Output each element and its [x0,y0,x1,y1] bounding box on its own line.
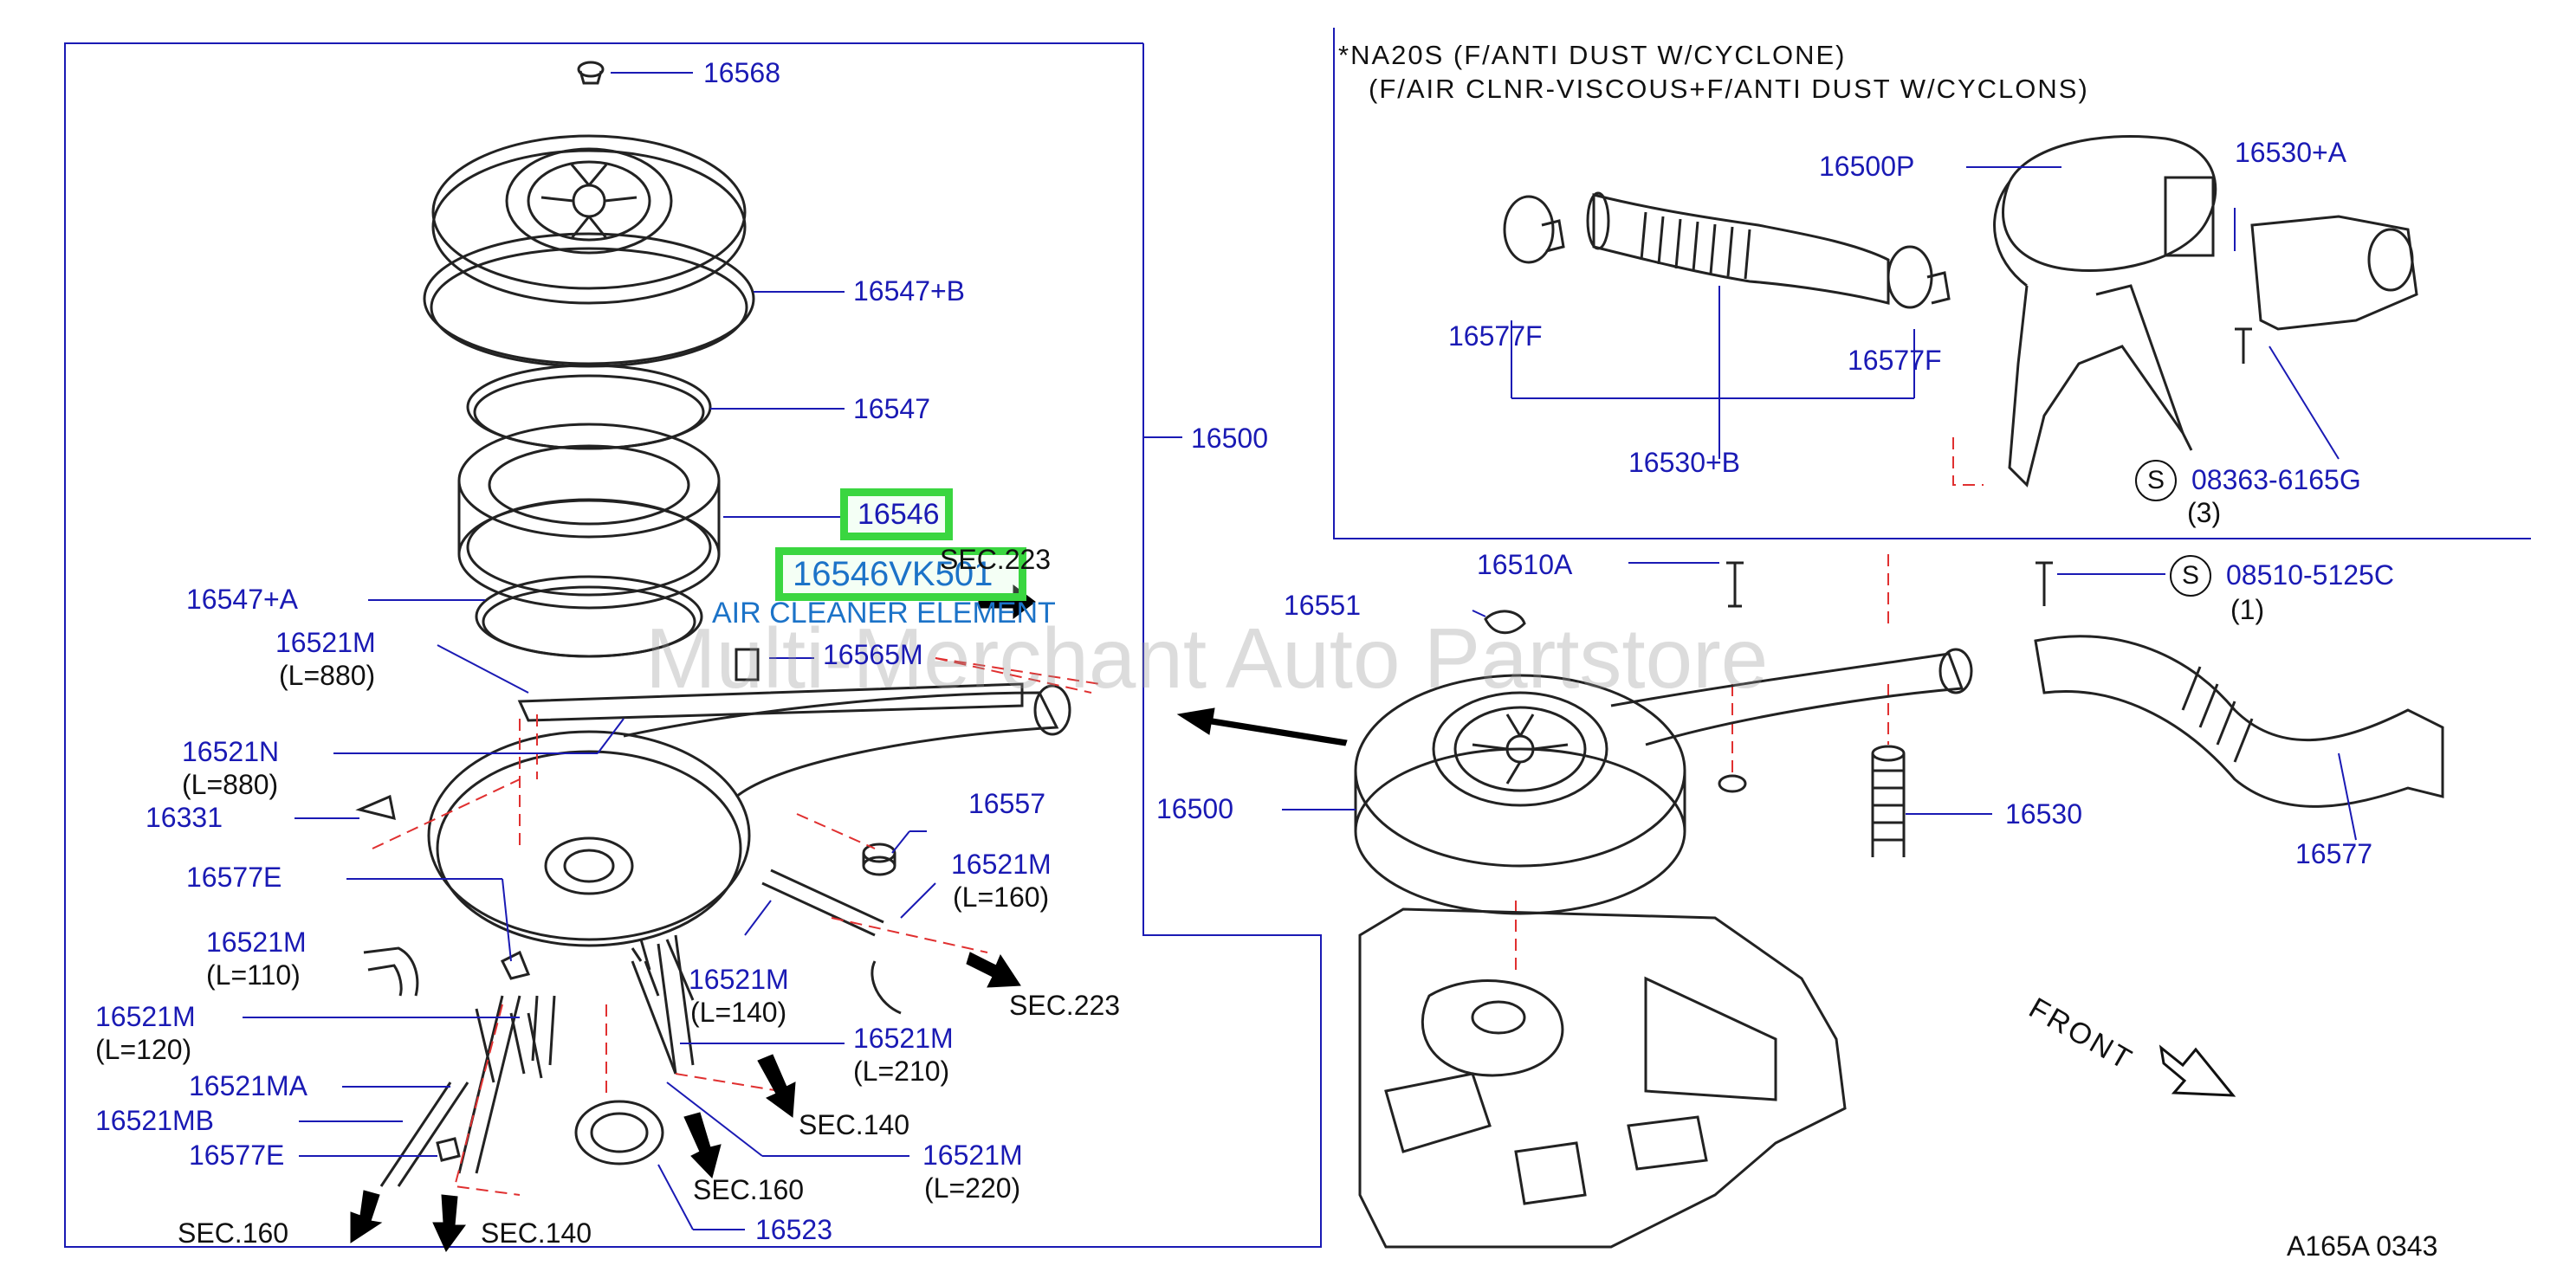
part-16530[interactable]: 16530 [2005,798,2082,830]
air-cleaner-exploded-drawing [355,61,1071,1187]
sec-160-b[interactable]: SEC.160 [178,1217,289,1249]
highlight-box-16546vk501[interactable] [775,547,1026,601]
part-16521mb[interactable]: 16521MB [95,1105,214,1136]
part-16551[interactable]: 16551 [1284,590,1361,621]
highlight-label-16546vk501[interactable]: 16546VK501 [793,555,994,593]
length-110: (L=110) [206,959,301,991]
part-16565m[interactable]: 16565M [823,639,923,670]
quantity-1: (1) [2230,594,2265,625]
front-arrow-icon [2159,1044,2236,1097]
part-16521m-210[interactable]: 16521M [853,1023,954,1054]
part-16557[interactable]: 16557 [968,788,1045,819]
arrow-sec160-b [350,1190,383,1243]
length-880-b: (L=880) [182,769,279,800]
part-16521m-220[interactable]: 16521M [922,1140,1023,1171]
part-16500-bracket[interactable]: 16500 [1191,423,1268,454]
variant-note-line1: *NA20S (F/ANTI DUST W/CYCLONE) [1338,40,1847,70]
air-cleaner-assembly-drawing [1354,561,2444,1249]
part-16331[interactable]: 16331 [146,802,223,833]
s-symbol-2: S [2170,555,2211,597]
sec-223[interactable]: SEC.223 [1009,990,1121,1021]
sec-140-b[interactable]: SEC.140 [481,1217,592,1249]
part-16521ma[interactable]: 16521MA [189,1070,307,1101]
part-16577[interactable]: 16577 [2295,838,2372,869]
arrow-sec160-a [683,1112,722,1178]
cyclone-variant-drawing [1503,135,2418,488]
arrow-sec223 [966,952,1021,988]
s-symbol-1: S [2135,460,2177,501]
direction-arrows [350,584,1348,1252]
part-16521m-140[interactable]: 16521M [689,964,789,995]
sec-223-top[interactable]: SEC.223 [940,544,1052,575]
part-16521m-160[interactable]: 16521M [951,849,1052,880]
leader-lines [243,72,2357,1230]
variant-frame [1333,28,2531,539]
part-16577e-b[interactable]: 16577E [189,1140,285,1171]
highlight-label-16546[interactable]: 16546 [858,498,940,531]
length-120: (L=120) [95,1034,192,1065]
length-210: (L=210) [853,1056,950,1087]
highlight-box-16546[interactable] [840,488,953,540]
arrow-sec140-b [432,1194,466,1252]
length-220: (L=220) [924,1172,1021,1204]
variant-note-line2: (F/AIR CLNR-VISCOUS+F/ANTI DUST W/CYCLON… [1369,74,2089,104]
quantity-3: (3) [2187,497,2222,528]
arrow-to-assembly [1176,707,1348,746]
bracket-frame [64,42,1322,1248]
length-140: (L=140) [690,997,787,1028]
part-16530a[interactable]: 16530+A [2235,137,2347,168]
part-16530b[interactable]: 16530+B [1628,447,1741,478]
part-08363-6165g[interactable]: 08363-6165G [2191,464,2361,495]
part-16547b[interactable]: 16547+B [853,275,966,307]
diagram-code: A165A 0343 [2287,1230,2438,1262]
part-16577e-a[interactable]: 16577E [186,862,282,893]
watermark: Multi-Merchant Auto Partstore [645,610,1769,706]
length-880-a: (L=880) [279,660,376,691]
part-16547[interactable]: 16547 [853,393,930,424]
length-160: (L=160) [953,881,1050,913]
part-16521n[interactable]: 16521N [182,736,280,767]
part-16523[interactable]: 16523 [755,1214,832,1245]
part-16568[interactable]: 16568 [703,57,780,88]
part-16500-main[interactable]: 16500 [1156,793,1233,824]
air-cleaner-element-label: AIR CLEANER ELEMENT [712,597,1056,630]
sec-160-a[interactable]: SEC.160 [693,1174,805,1205]
part-08510-5125c[interactable]: 08510-5125C [2226,559,2394,591]
part-16510a[interactable]: 16510A [1477,549,1573,580]
sec-140-a[interactable]: SEC.140 [799,1109,910,1140]
part-16521m-120[interactable]: 16521M [95,1001,196,1032]
part-16521m-880[interactable]: 16521M [275,627,376,658]
part-16547a[interactable]: 16547+A [186,584,299,615]
part-16577f-b[interactable]: 16577F [1848,345,1942,376]
part-16521m-110[interactable]: 16521M [206,927,307,958]
part-16500p[interactable]: 16500P [1819,151,1915,182]
arrow-sec140-a [757,1054,796,1118]
part-16577f-a[interactable]: 16577F [1448,320,1543,352]
